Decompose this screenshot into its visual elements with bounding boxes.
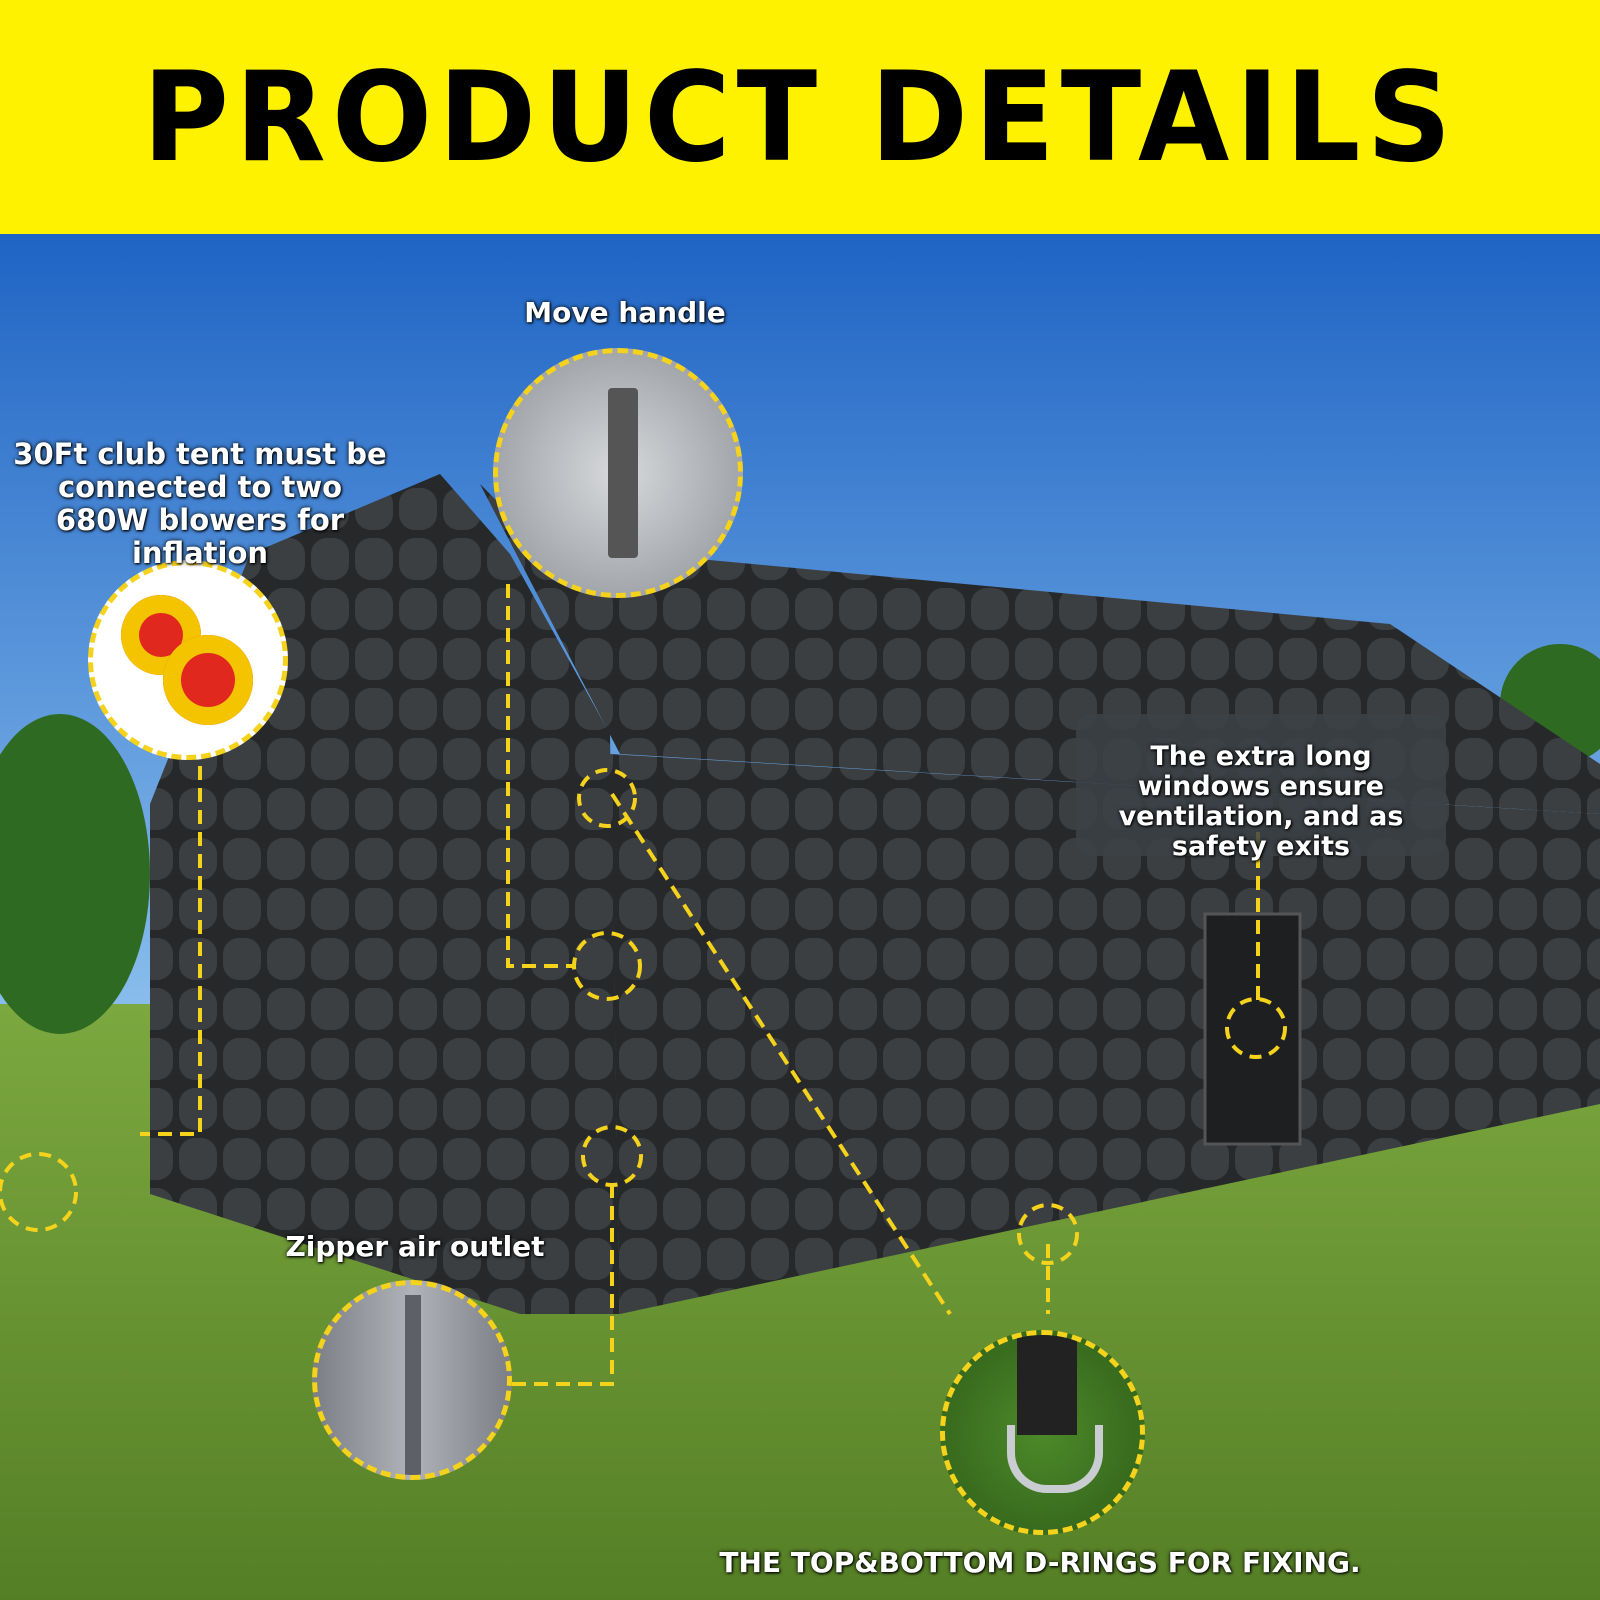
zipper-callout: Zipper air outlet <box>285 1230 545 1263</box>
zipper-strip <box>405 1295 421 1475</box>
blower-icon <box>163 635 253 725</box>
d-rings-callout: THE TOP&BOTTOM D-RINGS FOR FIXING. <box>719 1546 1361 1579</box>
zipper-detail-image <box>312 1280 512 1480</box>
title-banner: PRODUCT DETAILS <box>0 0 1600 234</box>
blower-detail-image <box>88 560 288 760</box>
move-handle-detail-image <box>493 348 743 598</box>
d-ring-strap <box>1017 1335 1077 1435</box>
d-ring-icon <box>1007 1425 1103 1493</box>
blowers-callout: 30Ft club tent must be connected to two … <box>13 437 387 570</box>
page-title: PRODUCT DETAILS <box>142 44 1458 190</box>
d-ring-detail-image <box>940 1330 1145 1535</box>
handle-strap <box>608 388 638 558</box>
windows-callout: The extra long windows ensure ventilatio… <box>1118 741 1404 862</box>
product-photo <box>0 234 1600 1600</box>
windows-callout-box <box>1076 714 1446 856</box>
move-handle-callout: Move handle <box>524 296 726 329</box>
